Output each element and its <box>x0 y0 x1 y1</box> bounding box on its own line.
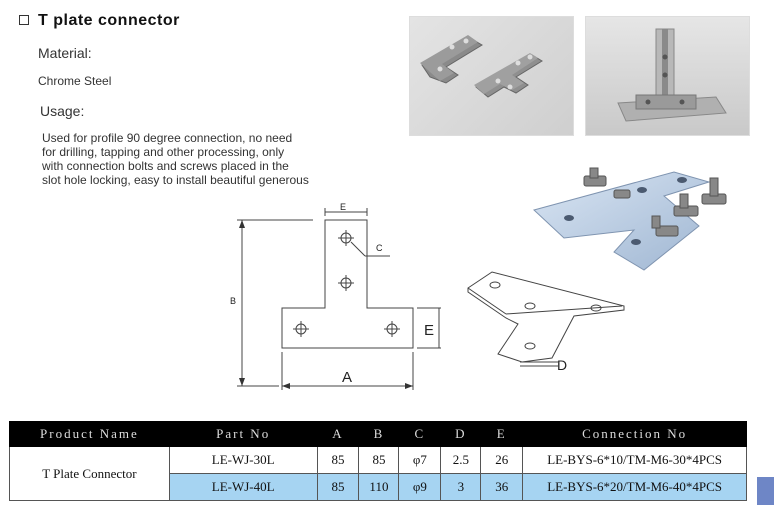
col-header-part-no: Part No <box>168 421 318 447</box>
col-header-a: A <box>316 421 360 447</box>
b-cell: 85 <box>358 446 400 474</box>
usage-line: with connection bolts and screws placed … <box>42 159 289 173</box>
e-cell: 36 <box>480 473 524 501</box>
label-c: C <box>376 243 383 253</box>
label-a: A <box>342 369 353 386</box>
material-value: Chrome Steel <box>38 74 112 88</box>
table-header-row: Product Name Part No A B C D E Connectio… <box>9 421 747 447</box>
col-header-d: D <box>440 421 482 447</box>
label-e: E <box>424 322 435 339</box>
usage-label: Usage: <box>40 103 85 119</box>
a-cell: 85 <box>316 446 360 474</box>
table-row-highlighted: LE-WJ-40L 85 110 φ9 3 36 LE-BYS-6*20/TM-… <box>10 473 747 501</box>
usage-line: for drilling, tapping and other processi… <box>42 145 285 159</box>
product-render-with-bolts <box>524 160 754 280</box>
col-header-product-name: Product Name <box>9 421 170 447</box>
b-cell: 110 <box>358 473 400 501</box>
usage-line: slot hole locking, easy to install beaut… <box>42 173 309 187</box>
connection-cell: LE-BYS-6*20/TM-M6-40*4PCS <box>522 473 747 501</box>
col-header-b: B <box>358 421 400 447</box>
label-b: B <box>230 296 237 306</box>
dimension-drawing <box>237 208 441 390</box>
a-cell: 85 <box>316 473 360 501</box>
spec-table: Product Name Part No A B C D E Connectio… <box>9 421 747 501</box>
connection-cell: LE-BYS-6*10/TM-M6-30*4PCS <box>522 446 747 474</box>
col-header-e: E <box>480 421 524 447</box>
c-cell: φ9 <box>398 473 442 501</box>
col-header-connection-no: Connection No <box>522 421 747 447</box>
material-label: Material: <box>38 45 92 61</box>
part-no-cell: LE-WJ-30L <box>168 446 318 474</box>
product-name-cell: T Plate Connector <box>9 446 170 501</box>
page-title: T plate connector <box>38 12 180 29</box>
usage-text: Used for profile 90 degree connection, n… <box>42 131 372 187</box>
table-row: T Plate Connector LE-WJ-30L 85 85 φ7 2.5… <box>9 446 747 501</box>
checkbox-icon <box>19 15 29 25</box>
product-photo-installed <box>585 16 750 136</box>
d-cell: 2.5 <box>440 446 482 474</box>
e-cell: 26 <box>480 446 524 474</box>
part-no-cell: LE-WJ-40L <box>168 473 318 501</box>
isometric-drawing <box>467 271 625 367</box>
d-cell: 3 <box>440 473 482 501</box>
usage-line: Used for profile 90 degree connection, n… <box>42 131 293 145</box>
col-header-c: C <box>398 421 442 447</box>
label-d: D <box>557 357 568 373</box>
product-photo-plates <box>409 16 574 136</box>
side-scroll-tab[interactable] <box>757 477 774 505</box>
c-cell: φ7 <box>398 446 442 474</box>
label-e-top: E <box>340 202 347 212</box>
